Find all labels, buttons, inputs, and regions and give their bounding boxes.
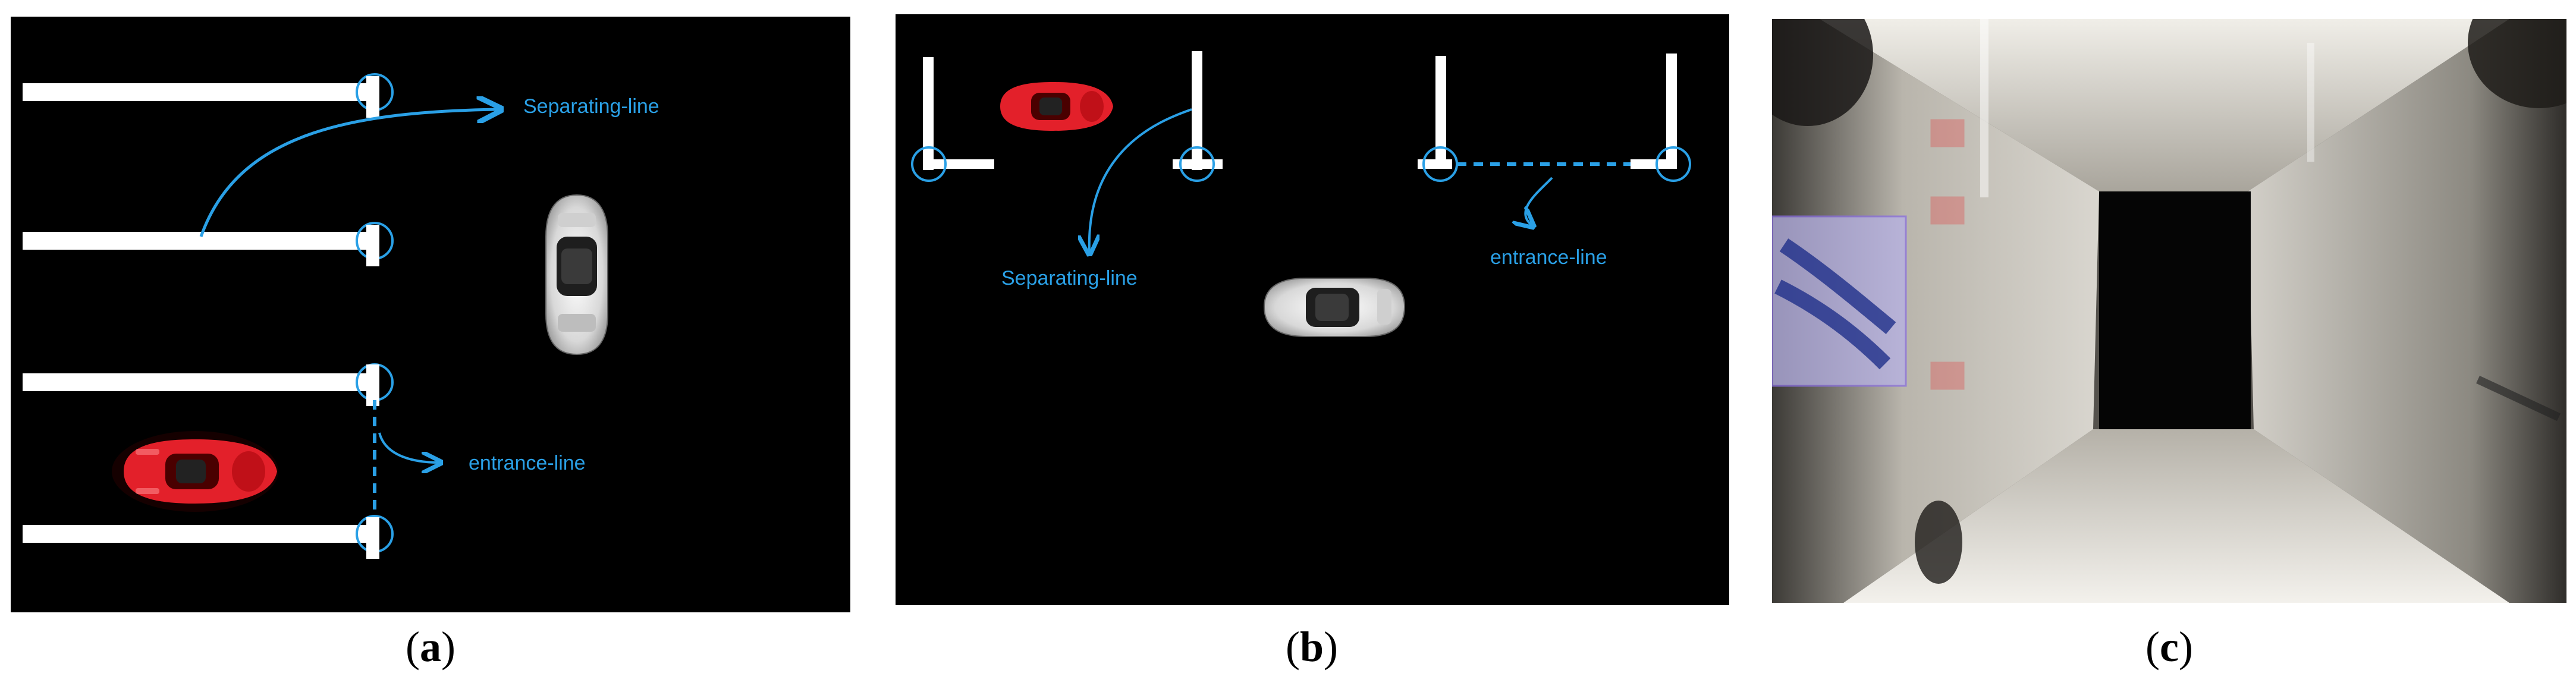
slot-line-left-vertical [923,57,934,170]
panel-a-diagram: Separating-line entrance-line [23,73,659,559]
slot-line-middle-vertical [1192,51,1202,170]
slot-line-middle-horizontal [1173,159,1223,169]
slot-line-right-left-vertical [1435,56,1446,169]
slot-line-4 [23,525,379,543]
panel-a: Separating-line entrance-line [11,17,850,612]
separating-line-label: Separating-line [523,95,659,118]
entrance-line-arrow [1525,177,1553,225]
red-detection-box-1 [1930,119,1965,147]
slot-line-right-right-horizontal [1631,159,1677,169]
caption-b: (b) [1285,623,1338,671]
slot-line-right-left-horizontal [1418,159,1452,169]
slot-line-1 [23,83,379,101]
red-car-icon [112,431,278,512]
entrance-line-label: entrance-line [1490,246,1607,269]
circle-marker-icon [1655,146,1691,182]
panel-b: Separating-line entrance-line [896,14,1729,605]
red-detection-box-2 [1930,196,1965,225]
panel-c-photo [1772,19,2566,603]
caption-a: (a) [406,623,455,671]
white-car-icon [545,194,608,356]
circle-marker-icon [1179,146,1215,182]
separating-line-arrow [199,109,498,237]
slot-line-right-right-vertical [1666,54,1677,169]
dark-center-region [2099,191,2251,429]
panel-c [1772,19,2566,603]
white-car-icon [1263,278,1406,337]
separating-line-label: Separating-line [1001,267,1138,290]
caption-c: (c) [2145,623,2193,671]
separating-line-arrow [1089,108,1192,252]
panel-b-diagram: Separating-line entrance-line [911,51,1691,337]
circle-marker-icon [911,146,947,182]
entrance-line-label: entrance-line [469,452,586,474]
red-car-icon [1000,82,1113,131]
red-detection-box-3 [1930,361,1965,390]
slot-line-left-horizontal [923,159,994,169]
entrance-line-arrow [378,432,439,463]
slot-line-3 [23,373,379,391]
